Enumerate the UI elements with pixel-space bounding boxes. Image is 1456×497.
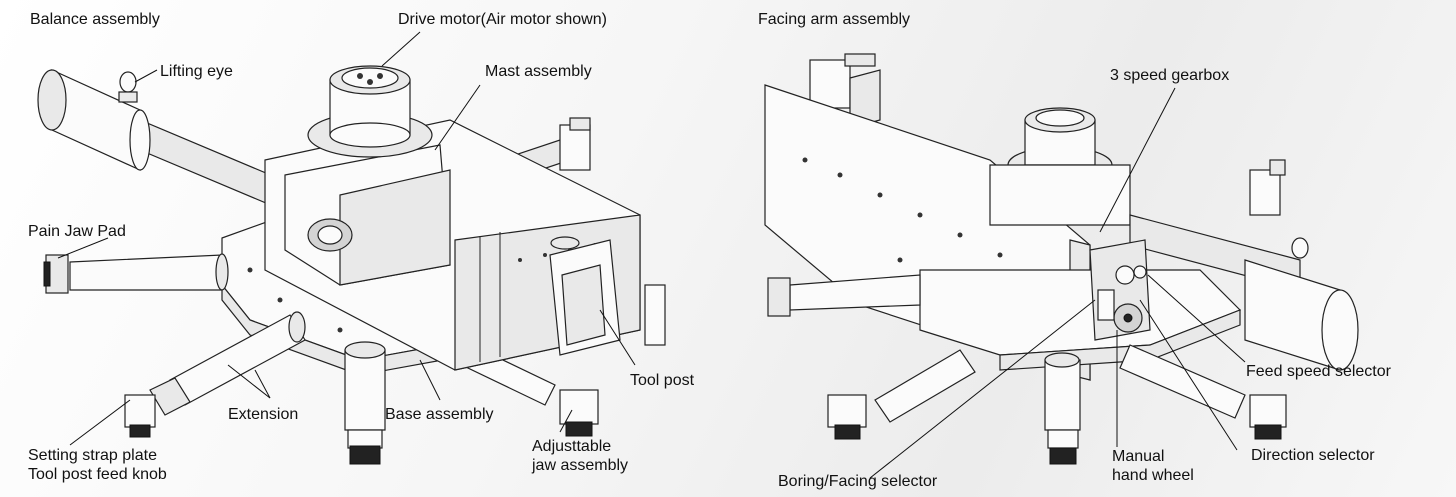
right-extension-left-drawing — [827, 349, 976, 440]
right-motor-drawing — [989, 107, 1131, 226]
right-jaw-front-drawing — [1044, 352, 1081, 465]
label-adjustable-jaw-line2: jaw assembly — [532, 457, 629, 474]
label-manual-line1: Manual — [1112, 448, 1165, 465]
label-boring-facing-selector: Boring/Facing selector — [778, 473, 938, 490]
lifting-eye-drawing — [118, 71, 138, 103]
label-pain-jaw-pad: Pain Jaw Pad — [28, 223, 126, 240]
label-setting-strap-plate-text: Setting strap plate — [28, 447, 157, 464]
pain-jaw-pad-drawing — [43, 253, 229, 294]
jaw-front-drawing — [344, 341, 386, 465]
right-jaw-left-drawing — [767, 274, 921, 317]
right-extension-right-drawing — [1119, 344, 1287, 440]
left-machine-drawing — [37, 65, 666, 465]
gearbox-housing-drawing — [284, 144, 451, 286]
label-extension: Extension — [228, 406, 299, 423]
label-direction-selector: Direction selector — [1251, 447, 1375, 464]
label-balance-assembly: Balance assembly — [30, 11, 160, 28]
right-machine-drawing — [764, 53, 1359, 465]
label-manual-line2: hand wheel — [1112, 467, 1194, 484]
label-mast-assembly: Mast assembly — [485, 63, 592, 80]
label-drive-motor: Drive motor(Air motor shown) — [398, 11, 607, 28]
label-setting-strap-plate: Setting strap plate Tool post feed knob — [28, 446, 167, 484]
label-lifting-eye: Lifting eye — [160, 63, 233, 80]
label-facing-arm-assembly: Facing arm assembly — [758, 11, 911, 28]
label-base-assembly: Base assembly — [385, 406, 494, 423]
left-leader-lines — [57, 31, 636, 446]
right-jaw-top-left-drawing — [809, 53, 881, 129]
label-adjustable-jaw-assembly: Adjusttable jaw assembly — [532, 437, 628, 475]
label-feed-speed-selector: Feed speed selector — [1246, 363, 1391, 380]
label-tool-post: Tool post — [630, 372, 695, 389]
tool-post-drawing — [549, 236, 666, 356]
label-3-speed-gearbox: 3 speed gearbox — [1110, 67, 1230, 84]
label-adjustable-jaw-line1: Adjusttable — [532, 438, 612, 455]
drive-motor-drawing — [307, 65, 433, 158]
right-base-drawing — [919, 269, 1242, 371]
right-gearbox-drawing — [1089, 239, 1151, 341]
label-tool-post-feed-knob-text: Tool post feed knob — [28, 466, 167, 483]
right-leader-lines — [869, 87, 1246, 479]
right-balance-drawing — [1129, 159, 1359, 371]
label-manual-hand-wheel: Manual hand wheel — [1112, 447, 1194, 485]
